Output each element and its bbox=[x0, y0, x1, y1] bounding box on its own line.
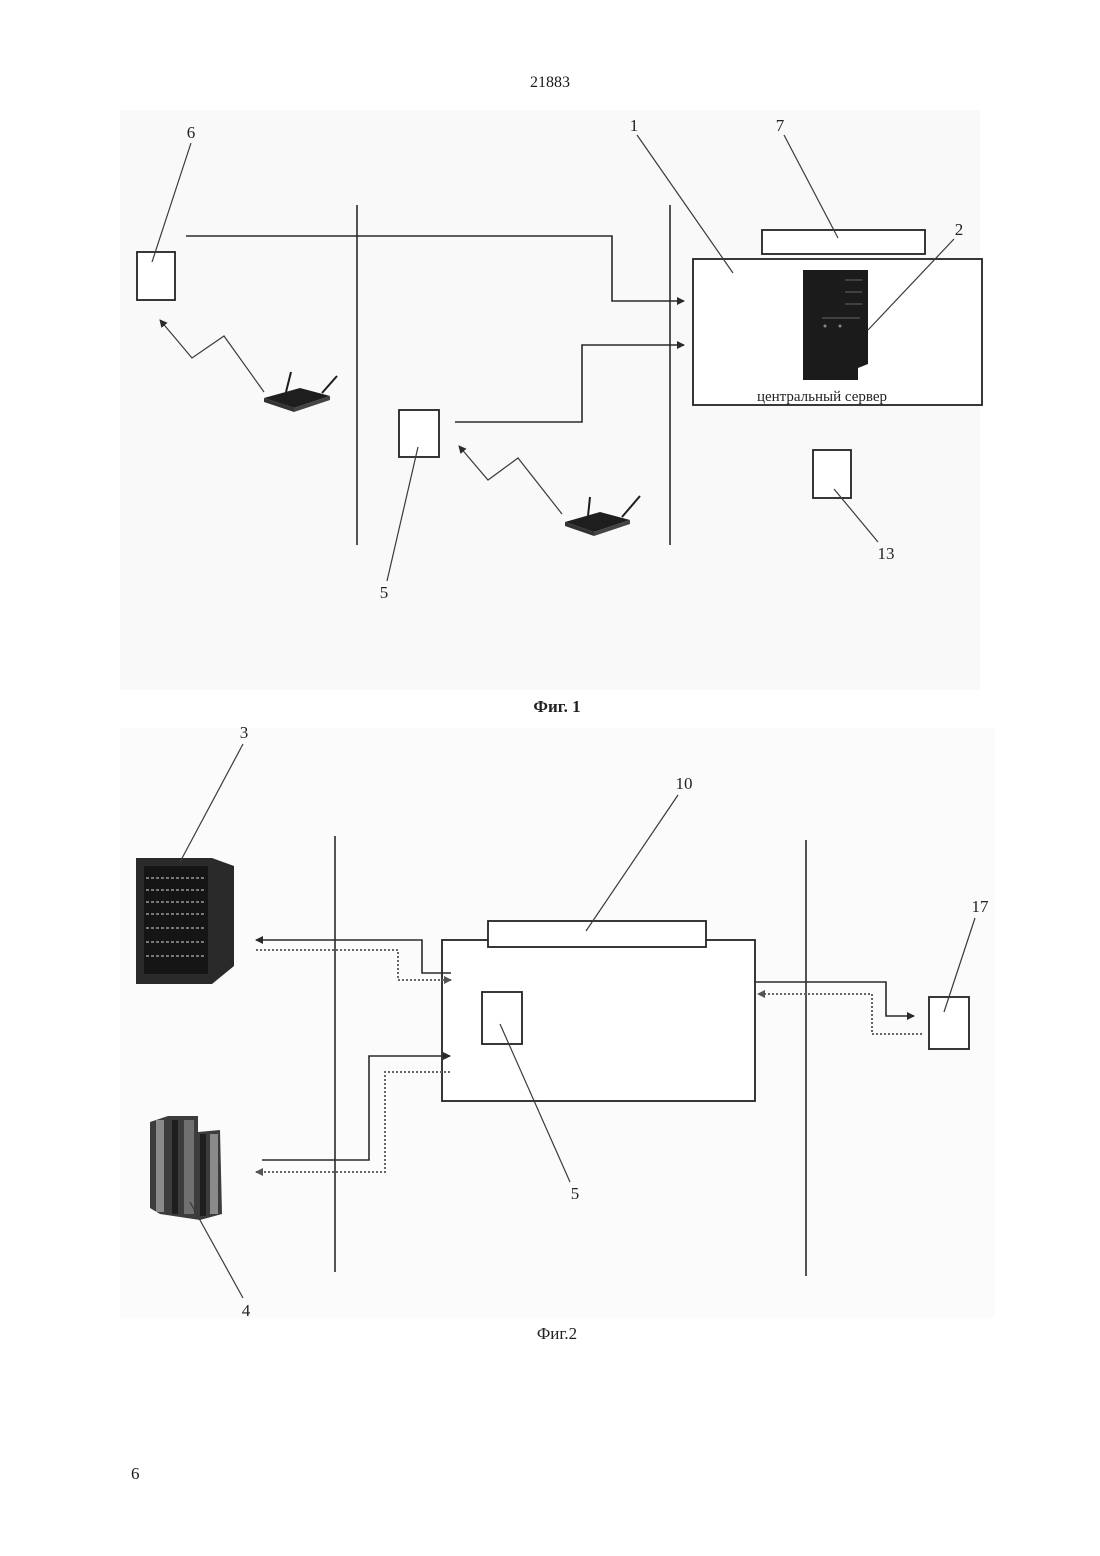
ref-label-3: 3 bbox=[240, 723, 249, 742]
ref-label-13: 13 bbox=[878, 544, 895, 563]
server-rack-icon bbox=[136, 858, 234, 984]
device-13-box bbox=[813, 450, 851, 498]
server-cabinet-icon bbox=[150, 1116, 222, 1220]
ref-label-7: 7 bbox=[776, 116, 785, 135]
ref-label-17: 17 bbox=[972, 897, 990, 916]
ref-label-4: 4 bbox=[242, 1301, 251, 1320]
ref-label-10: 10 bbox=[676, 774, 693, 793]
figure-2: 3 10 17 5 4 Фиг.2 bbox=[120, 723, 995, 1343]
element-7-bar bbox=[762, 230, 925, 254]
ref-label-1: 1 bbox=[630, 116, 639, 135]
device-6-box bbox=[137, 252, 175, 300]
ref-label-6: 6 bbox=[187, 123, 196, 142]
ref-label-5: 5 bbox=[380, 583, 389, 602]
page-number-bottom: 6 bbox=[131, 1464, 140, 1484]
figure-2-caption: Фиг.2 bbox=[537, 1324, 577, 1343]
element-10-bar bbox=[488, 921, 706, 947]
ref-label-5: 5 bbox=[571, 1184, 580, 1203]
figure-1: центральный сервер 6 1 7 2 5 13 Фиг. 1 bbox=[120, 110, 982, 716]
device-5-box bbox=[482, 992, 522, 1044]
device-17-box bbox=[929, 997, 969, 1049]
figure-1-caption: Фиг. 1 bbox=[533, 697, 580, 716]
device-5-box bbox=[399, 410, 439, 457]
server-caption: центральный сервер bbox=[757, 389, 887, 405]
ref-label-2: 2 bbox=[955, 220, 964, 239]
server-tower-icon bbox=[803, 270, 868, 380]
